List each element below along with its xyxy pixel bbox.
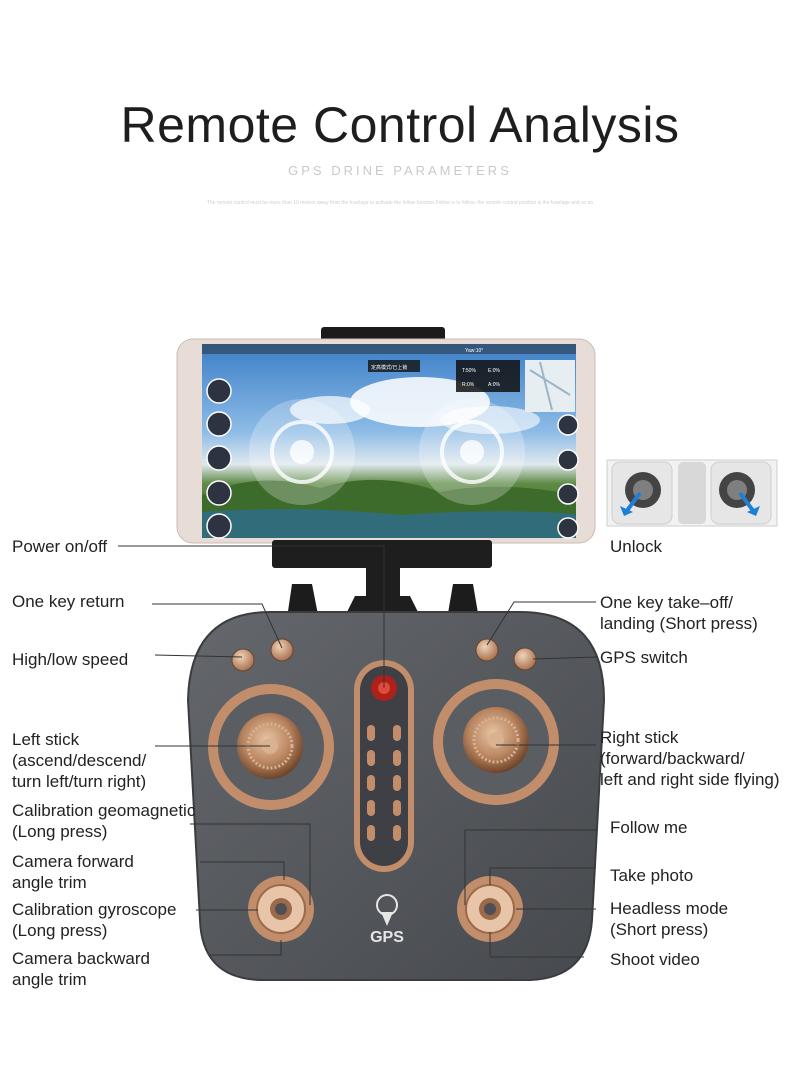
label-takeoff-landing: One key take–off/ landing (Short press)	[600, 593, 758, 633]
page-subtitle: GPS DRINE PARAMETERS	[288, 163, 512, 178]
label-gps-switch: GPS switch	[600, 648, 688, 667]
label-left-stick: Left stick (ascend/descend/ turn left/tu…	[12, 730, 147, 791]
virtual-right-joystick[interactable]	[419, 399, 525, 505]
label-right-stick: Right stick (forward/backward/ left and …	[600, 728, 780, 789]
label-camera-backward: Camera backward angle trim	[12, 949, 150, 989]
one-key-return-button[interactable]	[270, 638, 294, 662]
gps-switch-button[interactable]	[513, 647, 537, 671]
label-headless-mode: Headless mode (Short press)	[610, 899, 729, 939]
lock-icon[interactable]	[206, 480, 232, 506]
telemetry-e: E:0%	[488, 368, 501, 374]
description-text: The remote control must be more than 10 …	[206, 200, 594, 206]
return-icon[interactable]	[206, 445, 232, 471]
video-icon[interactable]	[557, 449, 579, 471]
label-follow-me: Follow me	[610, 818, 688, 837]
takeoff-icon[interactable]	[206, 513, 232, 539]
page-title: Remote Control Analysis	[120, 97, 680, 153]
gps-logo: GPS	[370, 894, 404, 946]
label-high-low-speed: High/low speed	[12, 650, 129, 669]
telemetry-a: A:0%	[488, 382, 501, 388]
label-take-photo: Take photo	[610, 866, 694, 885]
label-power: Power on/off	[12, 537, 108, 556]
leader-lines	[118, 545, 599, 958]
phone-mode-text: 定高模式/已上锁	[371, 364, 407, 371]
gamepad-icon[interactable]	[206, 411, 232, 437]
unlock-inset	[606, 459, 778, 527]
label-calibration-gyroscope: Calibration gyroscope (Long press)	[12, 900, 177, 940]
telemetry-box	[456, 360, 520, 392]
right-stick[interactable]	[463, 707, 529, 773]
right-dpad[interactable]	[457, 876, 523, 942]
label-unlock: Unlock	[610, 537, 662, 556]
high-low-speed-button[interactable]	[231, 648, 255, 672]
telemetry-r: R:0%	[462, 382, 475, 388]
virtual-left-joystick[interactable]	[249, 399, 355, 505]
label-one-key-return: One key return	[12, 592, 125, 611]
phone-holder-base	[272, 540, 492, 568]
takeoff-landing-button[interactable]	[475, 638, 499, 662]
left-dpad[interactable]	[248, 876, 314, 942]
phone-top-text: Yaw:10°	[465, 348, 483, 354]
label-calibration-geomagnetic: Calibration geomagnetic (Long press)	[12, 801, 196, 841]
gps-logo-text: GPS	[370, 929, 404, 946]
gallery-icon[interactable]	[557, 517, 579, 539]
camera-icon[interactable]	[557, 483, 579, 505]
telemetry-t: T:50%	[462, 368, 476, 374]
label-camera-forward: Camera forward angle trim	[12, 852, 134, 892]
settings-icon[interactable]	[557, 414, 579, 436]
center-grill	[367, 725, 401, 841]
label-shoot-video: Shoot video	[610, 950, 700, 969]
drone-icon[interactable]	[206, 378, 232, 404]
